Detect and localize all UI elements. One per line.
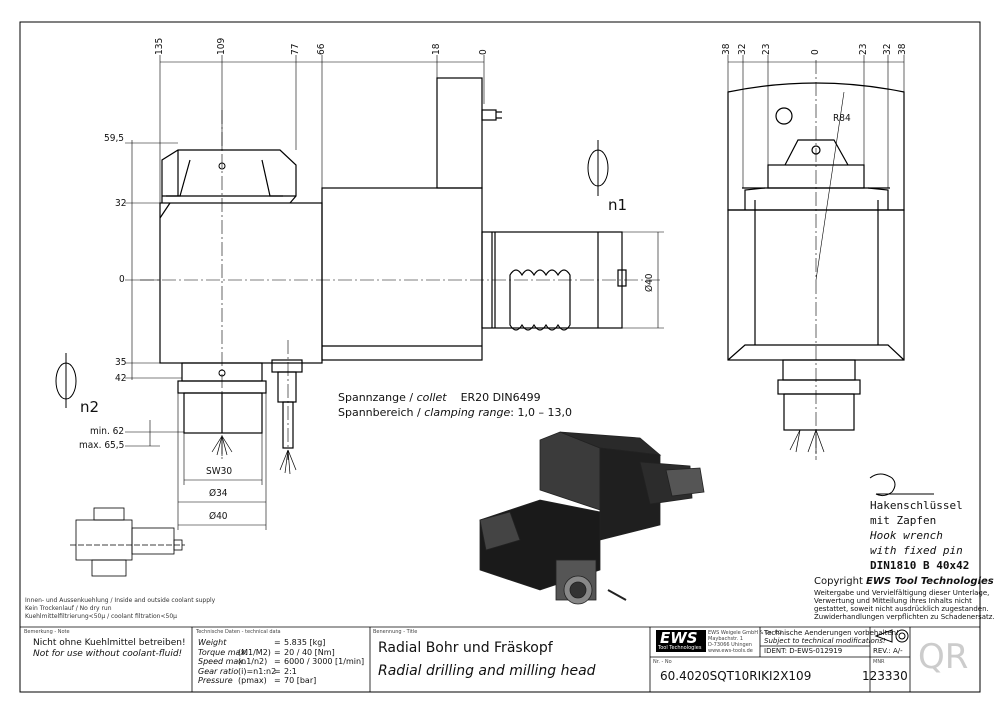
changes-en: Subject to technical modifications!: [764, 637, 886, 645]
tech-value: 70 [bar]: [284, 676, 317, 686]
hook-en-1: Hook wrench: [870, 529, 943, 542]
tech-label: Weight: [198, 638, 227, 647]
side-view: [727, 82, 905, 431]
ews-logo: EWS: [660, 629, 698, 647]
tech-unit: (i)=n1:n2: [238, 666, 277, 676]
copyright-heading: Copyright EWS Tool Technologies: [814, 576, 994, 587]
rotation-n1: n1: [608, 196, 628, 214]
title-header: Benennung - Title: [373, 629, 418, 635]
tech-row: Speed max.(n1/n2) =6000 / 3000 [1/min]: [198, 657, 368, 667]
dim-109: 109: [216, 37, 227, 55]
ews-address-3: D-73066 Uhingen: [708, 642, 752, 648]
part-no-header: Nr. - No: [653, 659, 672, 665]
title-block: [20, 626, 980, 692]
dim-r84: R84: [833, 113, 851, 124]
dim-77: 77: [290, 43, 301, 55]
hook-de-1: Hakenschlüssel: [870, 499, 963, 512]
hook-en-2: with fixed pin: [870, 544, 963, 557]
tech-label: Gear ratio: [198, 666, 239, 676]
clamping-range-line: Spannbereich / clamping range: 1,0 – 13,…: [338, 406, 572, 419]
dim-r-38a: 38: [721, 43, 732, 55]
thumbnail-view: [70, 507, 185, 577]
revision: REV.: A/-: [873, 647, 903, 655]
mnr-header: MNR: [873, 659, 885, 665]
note-de: Nicht ohne Kuehlmittel betreiben!: [33, 638, 186, 648]
tech-row: Weight =5.835 [kg]: [198, 638, 368, 648]
ews-address-4: www.ews-tools.de: [708, 648, 753, 654]
changes-de: Technische Aenderungen vorbehalten!: [764, 629, 899, 637]
coolant-line-1: Innen- und Aussenkuehlung / Inside and o…: [25, 597, 216, 604]
dim-32: 32: [115, 198, 127, 209]
tech-unit: (n1/n2): [238, 657, 268, 667]
tech-label: Torque max.: [198, 647, 248, 657]
coolant-line-2: Kein Trockenlauf / No dry run: [25, 605, 112, 612]
rotation-n2: n2: [80, 398, 100, 416]
tech-eq: =: [274, 657, 281, 667]
part-number: 60.4020SQT10RIKI2X109: [660, 669, 812, 683]
tech-row: Gear ratio(i)=n1:n2=2:1: [198, 667, 368, 677]
title-en: Radial drilling and milling head: [378, 663, 596, 679]
tech-unit: (pmax): [238, 676, 267, 686]
dim-r-32b: 32: [882, 43, 893, 55]
tech-eq: =: [274, 676, 281, 686]
tech-label: Pressure: [198, 676, 233, 686]
dim-dia40: Ø40: [209, 511, 228, 522]
render-3d: [479, 431, 705, 605]
dim-59-5: 59,5: [104, 133, 125, 144]
tech-header: Technische Daten - technical data: [196, 629, 281, 635]
tech-value: 5.835 [kg]: [284, 638, 326, 647]
dim-sw30: SW30: [206, 466, 233, 477]
ews-address-2: Maybachstr. 1: [708, 636, 744, 642]
tech-label: Speed max.: [198, 657, 246, 667]
dim-135: 135: [154, 37, 165, 55]
dim-max-65-5: max. 65,5: [79, 440, 125, 451]
dim-66: 66: [316, 43, 327, 55]
dim-r-38b: 38: [897, 43, 908, 55]
tech-value: 6000 / 3000 [1/min]: [284, 657, 365, 667]
qr-placeholder: QR: [918, 637, 969, 677]
tech-eq: =: [274, 647, 281, 657]
copyright-line-3: gestattet, soweit nicht ausdrücklich zug…: [814, 605, 989, 613]
tech-row: Pressure (pmax) =70 [bar]: [198, 676, 368, 686]
copyright-line-2: Verwertung und Mitteilung ihres Inhalts …: [814, 597, 972, 605]
tech-value: 20 / 40 [Nm]: [284, 647, 335, 657]
copyright-line-1: Weitergabe und Vervielfältigung dieser U…: [814, 589, 990, 597]
dim-35: 35: [115, 357, 127, 368]
mnr-number: 123330: [862, 669, 908, 683]
dim-dia40-right: Ø40: [644, 273, 655, 292]
dim-min-62: min. 62: [90, 426, 125, 437]
dim-0-left: 0: [119, 274, 125, 285]
tech-data-table: Weight=5.835 [kg]Torque max.(M1/M2)=20 /…: [198, 638, 368, 686]
tech-row: Torque max.(M1/M2)=20 / 40 [Nm]: [198, 648, 368, 658]
dim-r-23b: 23: [858, 43, 869, 55]
copyright-line-4: Zuwiderhandlungen verpflichten zu Schade…: [814, 613, 995, 621]
tech-eq: =: [274, 666, 281, 676]
dim-dia34: Ø34: [209, 488, 228, 499]
dim-r-32a: 32: [737, 43, 748, 55]
dim-18: 18: [431, 43, 442, 55]
hook-norm: DIN1810 B 40x42: [870, 559, 970, 572]
note-en: Not for use without coolant-fluid!: [33, 649, 183, 659]
tech-eq: =: [274, 638, 281, 647]
title-de: Radial Bohr und Fräskopf: [378, 640, 553, 656]
ews-subtitle: Tool Technologies: [658, 645, 702, 651]
coolant-line-3: Kuehlmittelfiltrierung<50μ / coolant fil…: [25, 613, 177, 620]
ews-address-1: EWS Weigele GmbH & Co. KG: [708, 630, 782, 636]
tech-unit: (M1/M2): [238, 647, 271, 657]
tech-value: 2:1: [284, 666, 297, 676]
dim-r-0: 0: [810, 49, 821, 55]
ident: IDENT: D-EWS-012919: [764, 647, 843, 655]
dim-42: 42: [115, 373, 127, 384]
note-header: Bemerkung - Note: [24, 629, 70, 635]
collet-line: Spannzange / collet ER20 DIN6499: [338, 391, 541, 404]
hook-de-2: mit Zapfen: [870, 514, 937, 527]
dim-r-23a: 23: [761, 43, 772, 55]
dim-0-top: 0: [478, 49, 489, 55]
